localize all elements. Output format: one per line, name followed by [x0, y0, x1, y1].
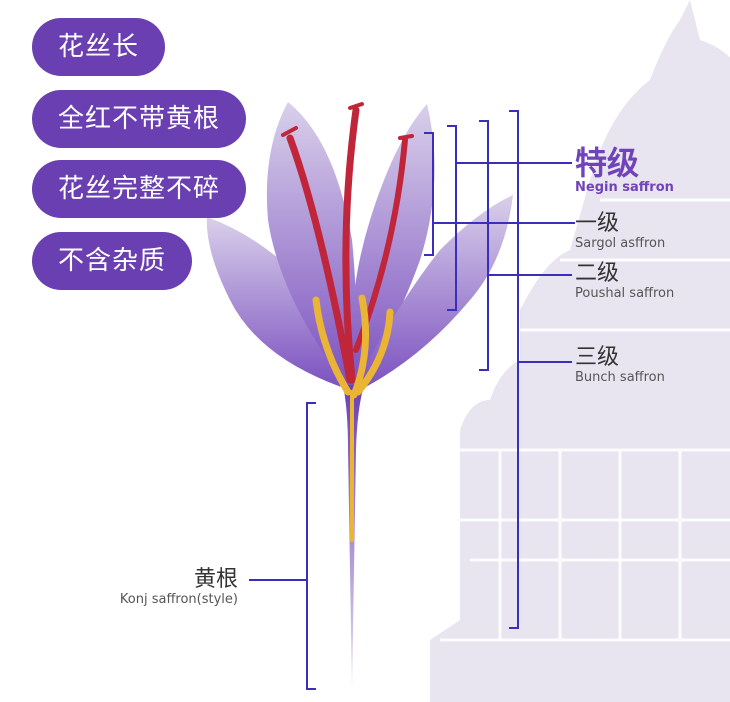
grade-label-negin: 特级 Negin saffron	[575, 146, 674, 196]
grade-en: Bunch saffron	[575, 370, 665, 385]
feature-pill: 全红不带黄根	[32, 90, 247, 148]
grade-brackets	[249, 110, 575, 690]
grade-cn: 特级	[575, 144, 640, 182]
grade-en: Sargol asffron	[575, 236, 666, 251]
style-cn: 黄根	[193, 567, 238, 592]
grade-cn: 二级	[575, 261, 620, 286]
grade-label-sargol: 一级 Sargol asffron	[575, 212, 665, 252]
temple-silhouette	[430, 0, 730, 702]
feature-pill: 花丝长	[32, 18, 166, 76]
grade-label-bunch: 三级 Bunch saffron	[575, 346, 665, 386]
temple-lines	[440, 198, 730, 642]
feature-pill: 花丝完整不碎	[32, 160, 247, 218]
grade-cn: 一级	[575, 211, 620, 236]
grade-en: Poushal saffron	[575, 286, 675, 301]
style-label: 黄根 Konj saffron(style)	[120, 568, 238, 608]
grade-cn: 三级	[575, 345, 620, 370]
feature-pill: 不含杂质	[32, 232, 193, 290]
grade-en: Negin saffron	[575, 180, 674, 195]
saffron-stamens	[312, 294, 394, 542]
crocus-petals	[206, 102, 513, 392]
style-en: Konj saffron(style)	[119, 592, 238, 607]
grade-label-poushal: 二级 Poushal saffron	[575, 262, 674, 302]
